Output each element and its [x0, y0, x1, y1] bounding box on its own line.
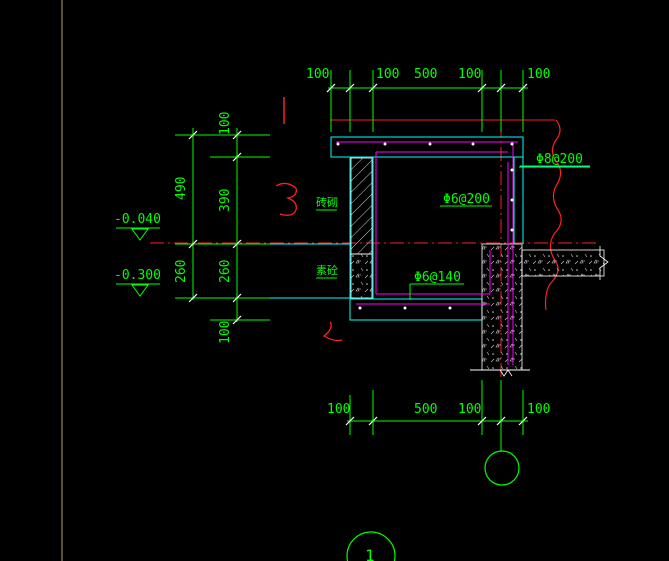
elevation-marker [116, 227, 160, 297]
slab-break [599, 246, 609, 280]
left-overall-dimension: 260 [174, 260, 189, 283]
grid-bubble [484, 450, 520, 486]
left-dimension: 260 [218, 260, 233, 283]
plain-concrete [350, 253, 373, 299]
left-dimension: 390 [218, 189, 233, 212]
bottom-dimension: 100 [458, 402, 481, 417]
concrete-floor-slab [521, 249, 605, 277]
detail-bubble [346, 531, 396, 561]
top-dimension-ticks [326, 83, 528, 93]
section-mark-2 [322, 321, 343, 342]
detail-number: 1 [365, 546, 375, 561]
rebar-annotation: Φ6@140 [414, 270, 461, 285]
material-label: 砖砌 [316, 195, 338, 209]
rebar-dots [336, 142, 514, 310]
top-dimension-lines [328, 70, 528, 132]
elevation-label: -0.300 [114, 268, 161, 283]
bottom-dimension: 500 [414, 402, 437, 417]
bottom-dimension: 100 [527, 402, 550, 417]
elevation-label: -0.040 [114, 212, 161, 227]
bottom-dimension: 100 [327, 402, 350, 417]
rebar-lines [336, 141, 518, 365]
top-dimension: 500 [414, 67, 437, 82]
left-dimension-ticks [188, 130, 242, 325]
left-overall-dimension: 490 [174, 177, 189, 200]
top-dimension: 100 [527, 67, 550, 82]
left-dimension: 100 [218, 321, 233, 344]
annotation-leaders [316, 165, 590, 300]
top-dimension: 100 [376, 67, 399, 82]
wall-break [499, 369, 513, 377]
top-dimension: 100 [306, 67, 329, 82]
material-label: 素砼 [316, 264, 338, 277]
concrete-wall [481, 243, 523, 371]
rebar-annotation: Φ6@200 [443, 192, 490, 207]
left-dimension-lines [175, 128, 270, 322]
break-line-right [544, 119, 562, 311]
top-dimension: 100 [458, 67, 481, 82]
brick-wall [350, 157, 373, 255]
bottom-dimension-ticks [345, 416, 528, 426]
section-mark-3 [275, 182, 297, 216]
left-dimension: 100 [218, 112, 233, 135]
slab-outline [193, 136, 590, 321]
rebar-annotation: Φ8@200 [536, 152, 583, 167]
